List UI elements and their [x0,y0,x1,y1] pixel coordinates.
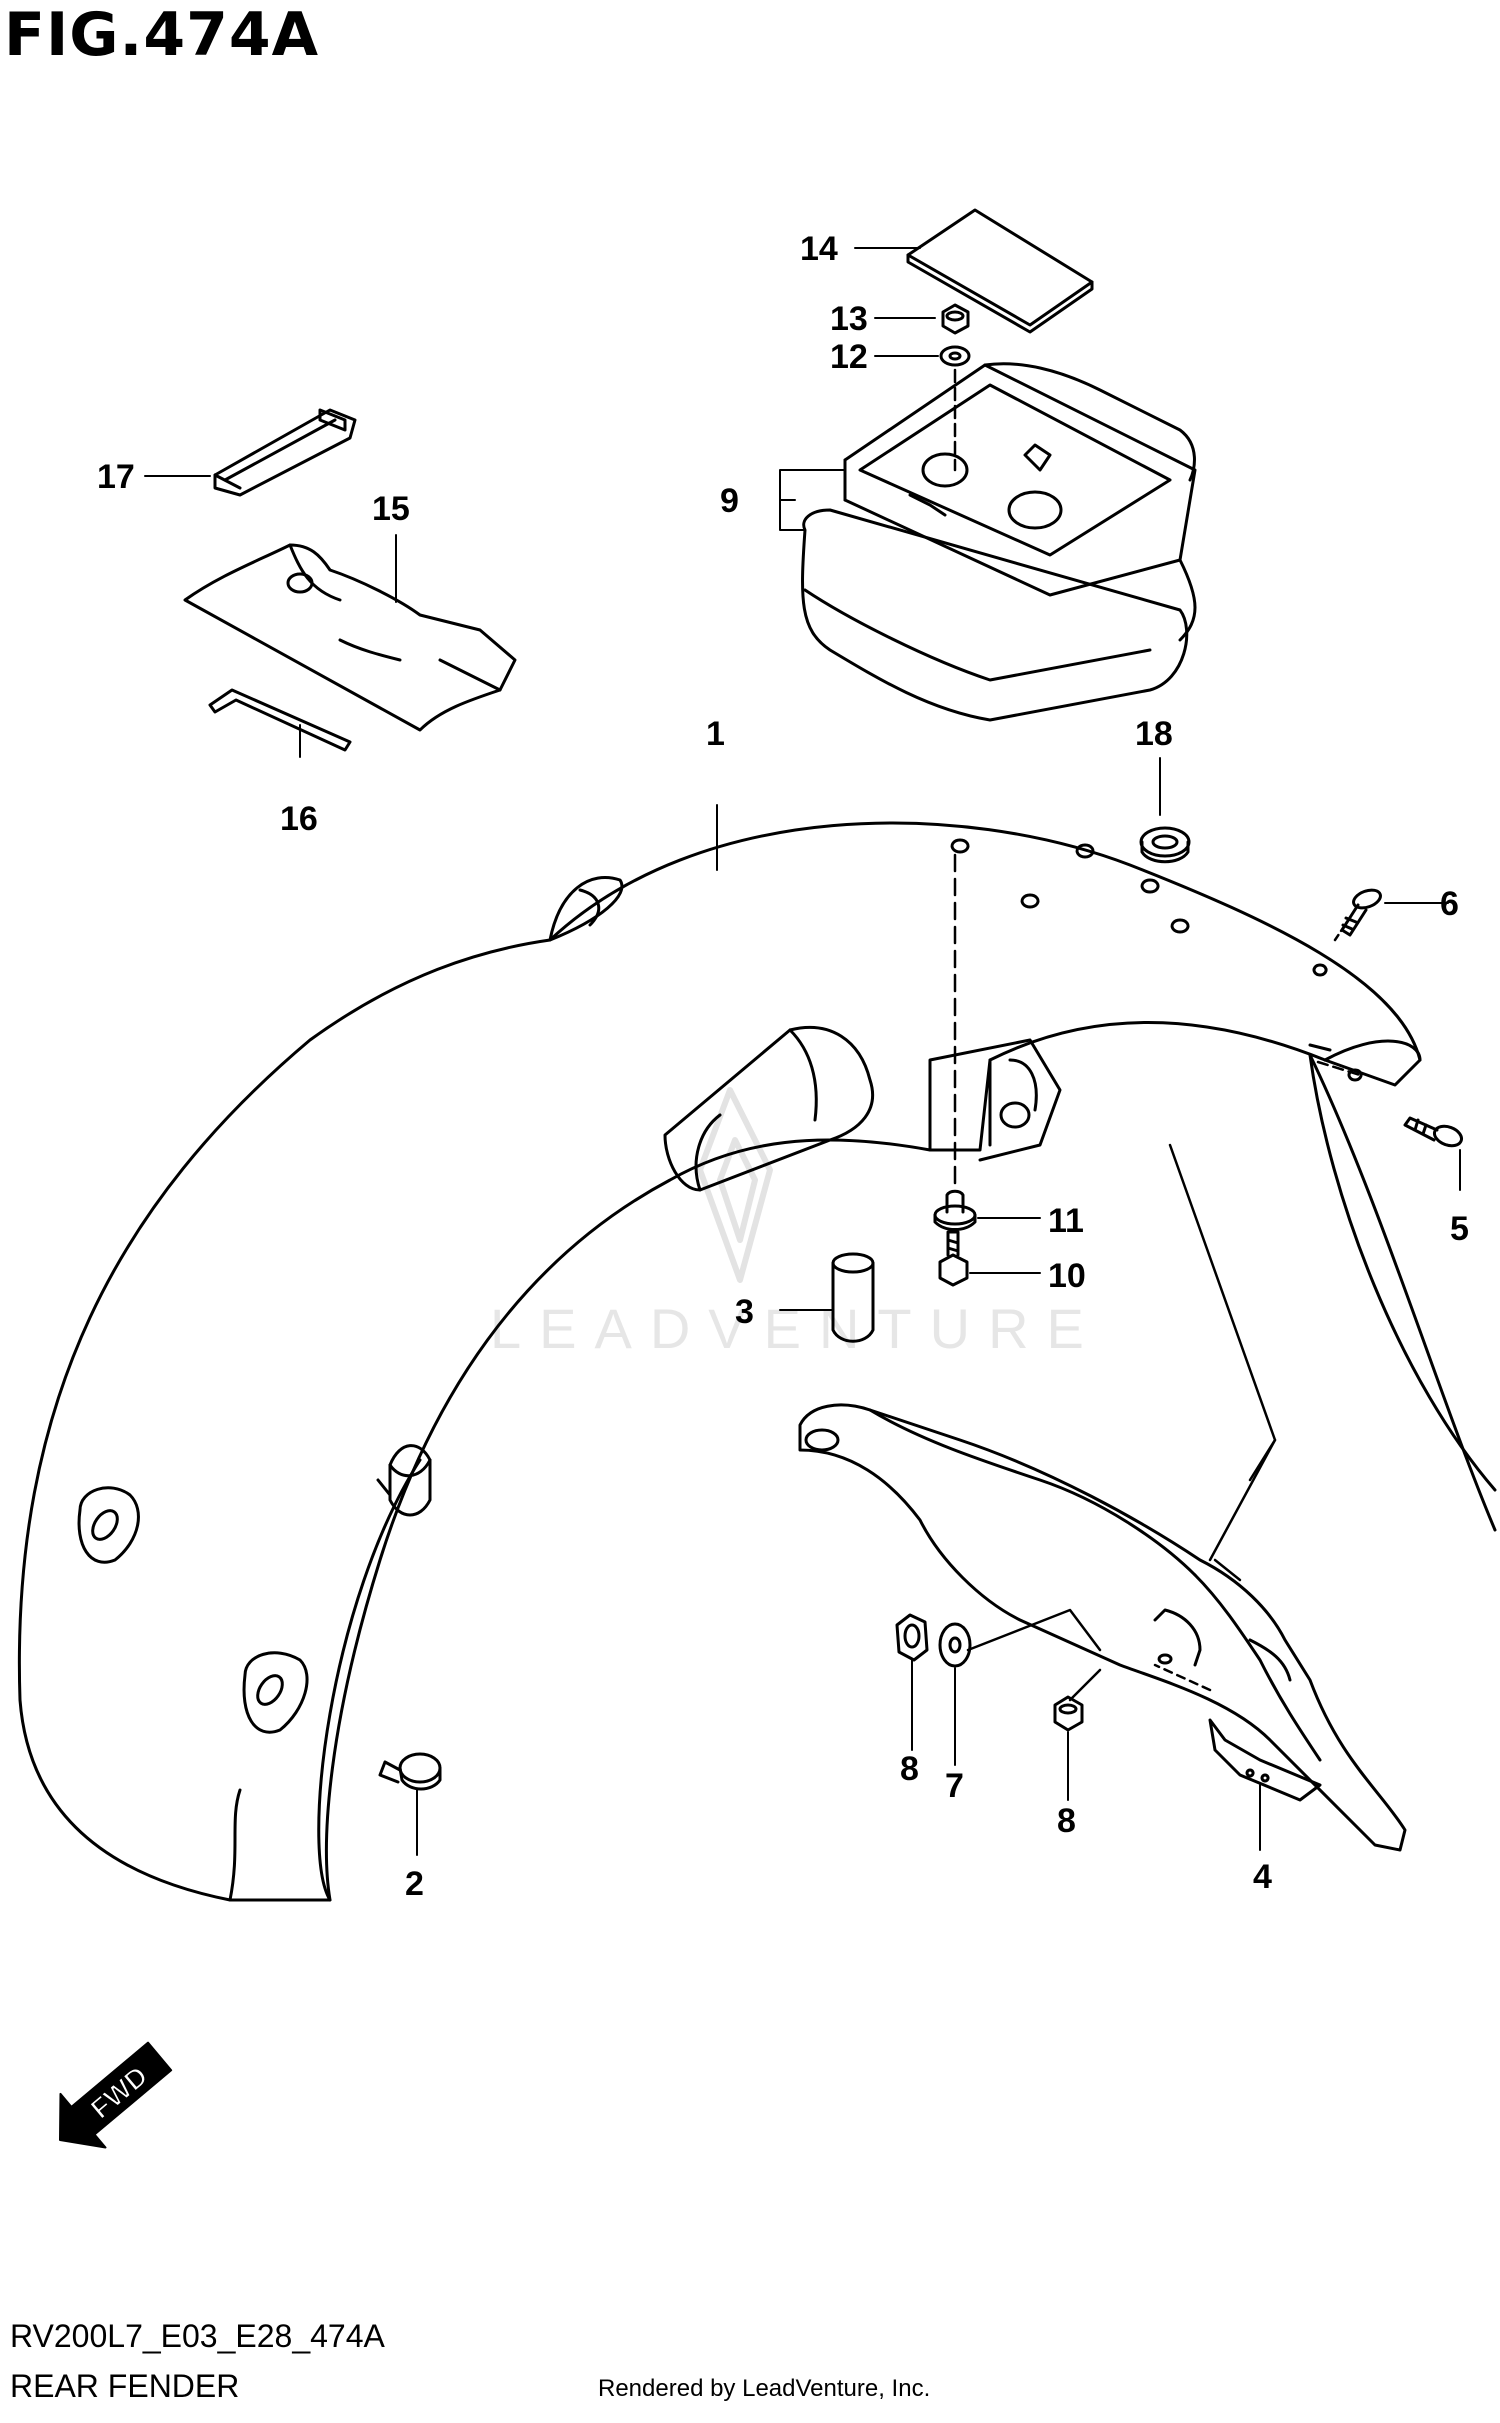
callout-17: 17 [97,458,135,496]
callout-8a: 8 [900,1750,919,1788]
diagram-name: REAR FENDER [10,2368,240,2404]
bolt-2-part [378,1752,442,1791]
callout-numbers: 1 2 3 4 5 6 7 8 8 9 10 11 12 13 14 15 16… [97,230,1469,1903]
render-credit: Rendered by LeadVenture, Inc. [598,2375,931,2402]
diagram-code: RV200L7_E03_E28_474A [10,2318,385,2354]
battery-box-part [801,362,1197,722]
rear-bracket-4-part [798,1403,1407,1852]
forward-arrow-icon: FWD [59,2041,173,2149]
bolt-10-part [938,1230,969,1287]
grommet-18-part [1139,826,1191,864]
washer-7-part [938,1622,972,1668]
callout-12: 12 [830,338,868,376]
callout-9: 9 [720,482,739,520]
callout-5: 5 [1450,1210,1469,1248]
callout-16: 16 [280,800,318,838]
callout-11: 11 [1048,1202,1084,1240]
callout-1: 1 [706,715,725,753]
callout-6: 6 [1440,885,1459,923]
figure-title: FIG.474A [4,0,320,70]
callout-leaders [144,247,1461,1856]
nut-13-part [941,303,970,335]
callout-18: 18 [1135,715,1173,753]
callout-3: 3 [735,1293,754,1331]
watermark-logo [697,1087,773,1283]
screw-5-part [1403,1116,1464,1148]
nut-8a-part [895,1613,929,1662]
callout-8b: 8 [1057,1802,1076,1840]
callout-2: 2 [405,1865,424,1903]
callout-14: 14 [800,230,838,268]
rear-fender-part [17,821,1497,1902]
assembly-lines [953,368,1362,1702]
callout-10: 10 [1048,1257,1086,1295]
strap-17-part [213,408,357,497]
callout-7: 7 [945,1767,964,1805]
fender-grommets [77,1444,432,1734]
watermark: LEADVENTURE [490,1297,1102,1360]
callout-15: 15 [372,490,410,528]
callout-13: 13 [830,300,868,338]
washer-12-part [939,345,971,367]
callout-4: 4 [1253,1858,1272,1896]
tool-bag-15-part [183,543,517,732]
screw-6-part [1340,888,1382,937]
collar-11-part [933,1189,977,1231]
nut-8b-part [1053,1695,1084,1732]
label-14-part [906,208,1094,334]
spacer-3-part [831,1252,875,1343]
wrench-16-part [208,688,352,752]
side-bracket-part [663,1025,875,1192]
